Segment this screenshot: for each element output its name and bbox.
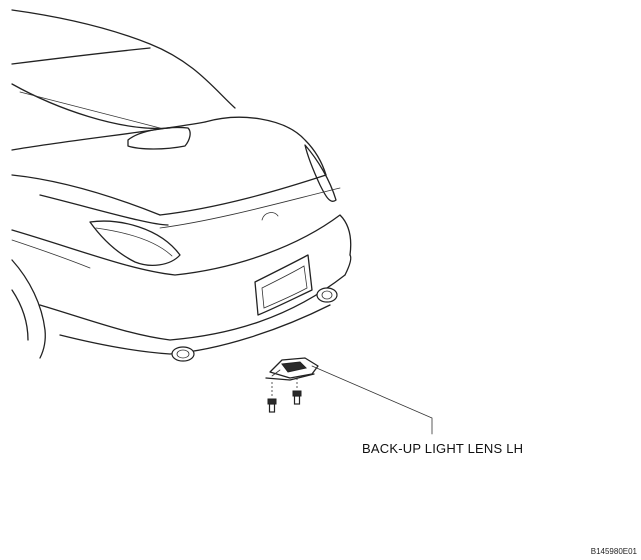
screw-dashed-guides [271,378,298,398]
part-callout-label: BACK-UP LIGHT LENS LH [362,441,524,456]
screw-right [292,390,302,405]
leader-line [311,365,433,435]
figure-id-label: B145980E01 [590,547,637,556]
car-body-outline [11,9,352,362]
back-up-light-lens-part [265,357,319,381]
screw-left [267,398,277,413]
